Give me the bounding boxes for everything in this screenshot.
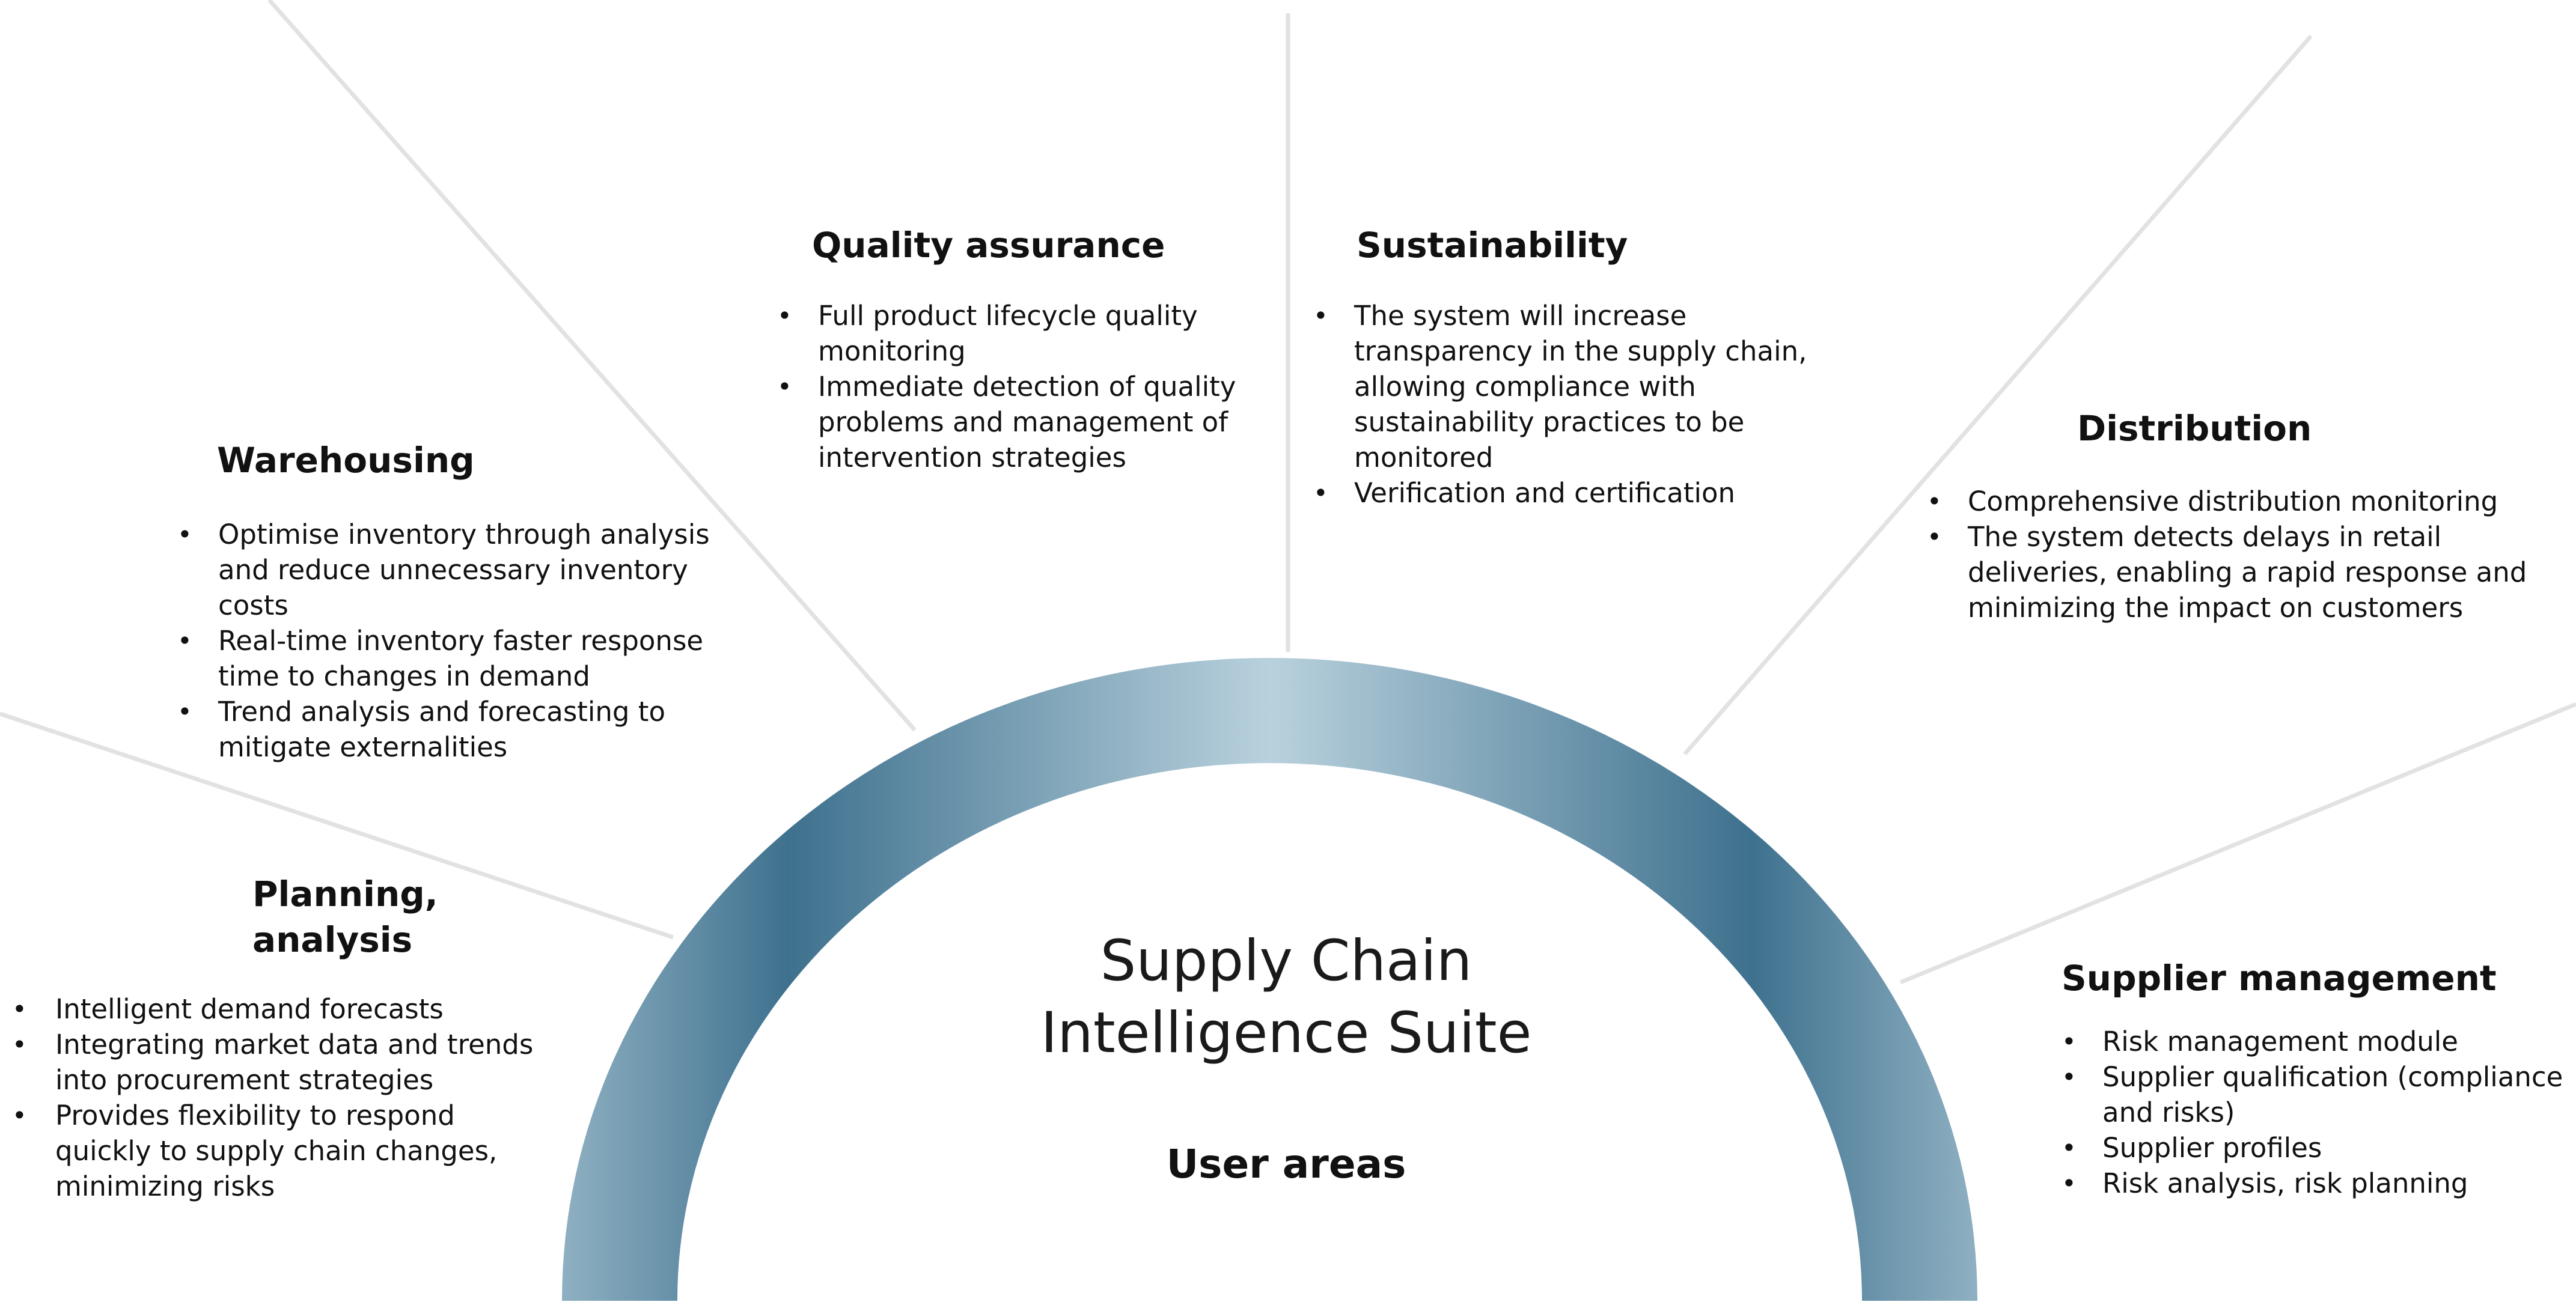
planning-title-line2: analysis: [252, 919, 413, 960]
supplier-bullet: Supplier qualification (compliance and r…: [2062, 1059, 2572, 1130]
section-planning-analysis: Planning, analysis Intelligent demand fo…: [12, 871, 553, 1204]
section-title-warehousing: Warehousing: [217, 440, 475, 481]
planning-bullet: Integrating market data and trends into …: [12, 1027, 553, 1098]
distribution-bullet-list: Comprehensive distribution monitoring Th…: [1927, 484, 2564, 625]
user-areas-arc: [562, 658, 1977, 1301]
warehousing-bullet: Real-time inventory faster response time…: [177, 623, 748, 694]
section-title-planning: Planning, analysis: [12, 871, 553, 963]
ray-left-low: [0, 711, 674, 940]
section-title-sustainability: Sustainability: [1357, 225, 1628, 266]
warehousing-bullet: Trend analysis and forecasting to mitiga…: [177, 694, 748, 765]
section-sustainability: Sustainability The system will increase …: [1313, 222, 1866, 511]
planning-bullet: Intelligent demand forecasts: [12, 991, 553, 1027]
quality-bullet: Full product lifecycle quality monitorin…: [777, 298, 1318, 369]
section-title-quality: Quality assurance: [812, 225, 1165, 266]
suite-title: Supply Chain Intelligence Suite: [1040, 928, 1532, 1066]
section-distribution: Distribution Comprehensive distribution …: [1927, 406, 2564, 625]
warehousing-bullet-list: Optimise inventory through analysis and …: [177, 517, 748, 765]
supplier-bullet: Risk management module: [2062, 1024, 2572, 1059]
planning-bullet-list: Intelligent demand forecasts Integrating…: [12, 991, 553, 1204]
section-warehousing: Warehousing Optimise inventory through a…: [177, 437, 748, 765]
section-supplier-management: Supplier management Risk management modu…: [2062, 955, 2572, 1201]
quality-bullet: Immediate detection of quality problems …: [777, 369, 1318, 475]
section-title-distribution: Distribution: [2077, 408, 2312, 449]
ray-right-low: [1899, 702, 2576, 985]
supplier-bullet: Risk analysis, risk planning: [2062, 1166, 2572, 1201]
supplier-bullet-list: Risk management module Supplier qualific…: [2062, 1024, 2572, 1201]
sustainability-bullet-list: The system will increase transparency in…: [1313, 298, 1866, 511]
quality-bullet-list: Full product lifecycle quality monitorin…: [777, 298, 1318, 475]
section-title-supplier: Supplier management: [2062, 958, 2497, 999]
ray-left-high: [267, 0, 917, 732]
warehousing-bullet: Optimise inventory through analysis and …: [177, 517, 748, 623]
sustainability-bullet: Verification and certification: [1313, 475, 1866, 511]
distribution-bullet: Comprehensive distribution monitoring: [1927, 484, 2564, 519]
planning-title-line1: Planning,: [252, 874, 438, 914]
ray-right-high: [1683, 34, 2313, 756]
sustainability-bullet: The system will increase transparency in…: [1313, 298, 1866, 475]
supplier-bullet: Supplier profiles: [2062, 1130, 2572, 1166]
distribution-bullet: The system detects delays in retail deli…: [1927, 519, 2564, 625]
section-quality-assurance: Quality assurance Full product lifecycle…: [777, 222, 1318, 475]
user-areas-label: User areas: [1166, 1141, 1406, 1187]
planning-bullet: Provides flexibility to respond quickly …: [12, 1098, 553, 1204]
